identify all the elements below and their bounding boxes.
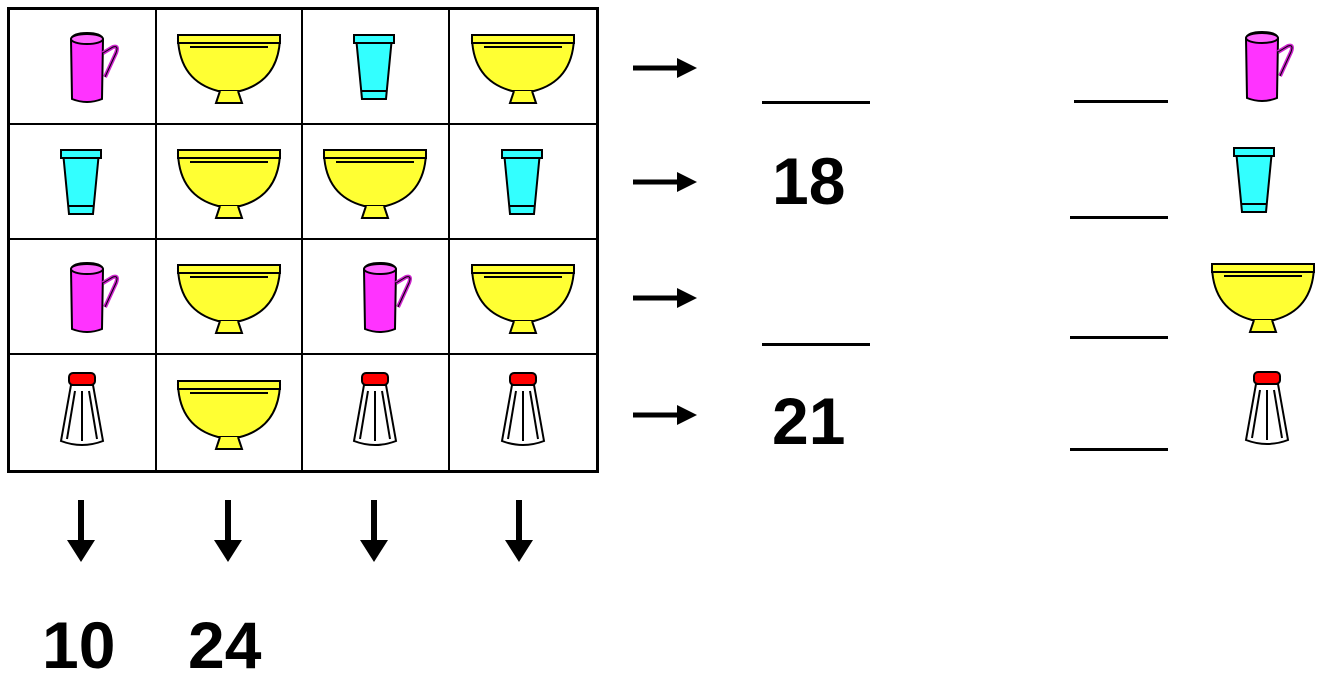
shaker-icon (464, 367, 582, 459)
column-2-arrow-icon (208, 500, 248, 562)
grid-cell-r3-c2 (156, 240, 303, 355)
bowl-icon (170, 251, 288, 343)
grid-cell-r1-c4 (449, 10, 596, 125)
bowl-icon (170, 21, 288, 113)
grid-cell-r2-c3 (303, 125, 450, 240)
column-3-arrow-icon (354, 500, 394, 562)
row-1-sum-blank[interactable] (762, 101, 870, 104)
column-2-sum: 24 (188, 608, 262, 682)
row-4-sum: 21 (772, 384, 846, 458)
bowl-icon (170, 367, 288, 459)
row-3-sum-blank[interactable] (762, 343, 870, 346)
grid-cell-r3-c4 (449, 240, 596, 355)
cup-key-icon (1190, 134, 1320, 226)
cup-icon (23, 136, 141, 228)
mug-icon (23, 21, 141, 113)
mug-icon (23, 251, 141, 343)
row-2-arrow-icon (633, 170, 697, 194)
grid-cell-r4-c2 (157, 355, 303, 470)
grid-cell-r4-c3 (303, 355, 450, 470)
column-1-sum: 10 (42, 608, 116, 682)
bowl-icon (464, 21, 582, 113)
bowl-icon (464, 251, 582, 343)
grid-cell-r2-c4 (449, 125, 596, 240)
grid-cell-r4-c1 (10, 355, 157, 470)
row-4-arrow-icon (633, 403, 697, 427)
grid-cell-r2-c2 (156, 125, 303, 240)
bowl-key-icon (1200, 250, 1326, 342)
grid-cell-r1-c2 (156, 10, 303, 125)
grid-cell-r4-c4 (450, 355, 597, 470)
bowl-icon (170, 136, 288, 228)
shaker-value-blank[interactable] (1070, 448, 1168, 451)
grid-cell-r1-c1 (10, 10, 157, 125)
mug-value-blank[interactable] (1074, 100, 1168, 103)
cup-icon (316, 21, 434, 113)
shaker-key-icon (1202, 366, 1331, 458)
cup-value-blank[interactable] (1070, 216, 1168, 219)
bowl-value-blank[interactable] (1070, 336, 1168, 339)
row-2-sum: 18 (772, 144, 846, 218)
row-3-arrow-icon (633, 286, 697, 310)
grid-cell-r3-c1 (10, 240, 157, 355)
mug-icon (316, 251, 434, 343)
grid-cell-r1-c3 (303, 10, 450, 125)
cup-icon (464, 136, 582, 228)
column-1-arrow-icon (61, 500, 101, 562)
puzzle-grid (7, 7, 599, 473)
mug-key-icon (1192, 20, 1322, 112)
shaker-icon (316, 367, 434, 459)
bowl-icon (316, 136, 434, 228)
grid-cell-r3-c3 (303, 240, 450, 355)
column-4-arrow-icon (499, 500, 539, 562)
shaker-icon (23, 367, 141, 459)
row-1-arrow-icon (633, 56, 697, 80)
grid-cell-r2-c1 (10, 125, 157, 240)
